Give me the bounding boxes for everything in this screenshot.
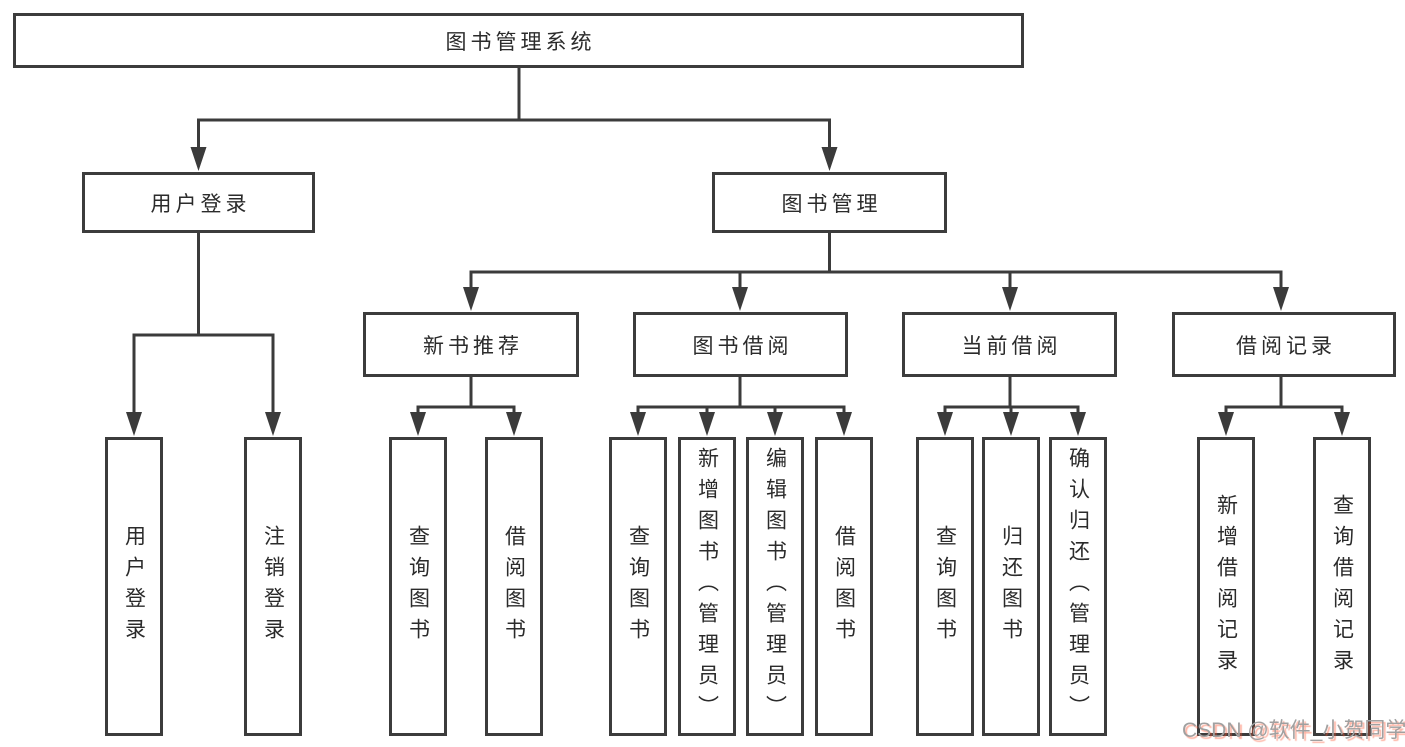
leaf-borrow-books-recommend: 借阅图书 <box>485 437 543 736</box>
csdn-watermark: CSDN @软件_小贺同学 <box>1182 719 1405 742</box>
node-book-borrow: 图书借阅 <box>633 312 848 377</box>
leaf-borrow-books: 借阅图书 <box>815 437 873 736</box>
connector-book-borrow-to-leaves <box>630 377 852 436</box>
leaf-logout: 注销登录 <box>244 437 302 736</box>
node-new-book-recommend-label: 新书推荐 <box>423 334 523 358</box>
leaf-confirm-return-admin-label: 确认归还（管理员） <box>1066 447 1090 726</box>
connector-borrow-records-to-leaves <box>1218 377 1350 436</box>
arrowhead <box>937 412 953 436</box>
node-book-borrow-label: 图书借阅 <box>692 334 793 358</box>
connector-book-management-to-modules <box>463 233 1289 311</box>
node-current-borrow: 当前借阅 <box>902 312 1117 377</box>
node-book-management: 图书管理 <box>712 172 947 233</box>
arrowhead <box>265 412 281 436</box>
connector-user-login-to-leaves <box>126 233 281 436</box>
arrowhead <box>1218 412 1234 436</box>
leaf-query-borrow-record: 查询借阅记录 <box>1313 437 1371 736</box>
arrowhead <box>699 412 715 436</box>
leaf-edit-book-admin-label: 编辑图书（管理员） <box>763 447 787 726</box>
connector-new-book-recommend-to-leaves <box>410 377 522 436</box>
arrowhead <box>190 147 207 171</box>
arrowhead <box>126 412 142 436</box>
leaf-add-borrow-record: 新增借阅记录 <box>1197 437 1255 736</box>
leaf-query-books-recommend-label: 查询图书 <box>406 524 430 649</box>
leaf-query-books-borrow-label: 查询图书 <box>626 524 650 649</box>
node-root: 图书管理系统 <box>13 13 1024 68</box>
arrowhead <box>821 147 838 171</box>
node-new-book-recommend: 新书推荐 <box>363 312 579 377</box>
node-current-borrow-label: 当前借阅 <box>961 334 1062 358</box>
arrowhead <box>1003 412 1019 436</box>
node-borrow-records: 借阅记录 <box>1172 312 1396 377</box>
connector-root-to-branches <box>190 68 838 171</box>
arrowhead <box>836 412 852 436</box>
arrowhead <box>1334 412 1350 436</box>
leaf-user-login: 用户登录 <box>105 437 163 736</box>
leaf-query-books-borrow: 查询图书 <box>609 437 667 736</box>
leaf-query-books-current: 查询图书 <box>916 437 974 736</box>
node-borrow-records-label: 借阅记录 <box>1236 334 1336 358</box>
arrowhead <box>506 412 522 436</box>
arrowhead <box>767 412 783 436</box>
node-root-label: 图书管理系统 <box>445 30 596 54</box>
node-user-login-label: 用户登录 <box>150 192 251 216</box>
node-book-management-label: 图书管理 <box>781 192 882 216</box>
arrowhead <box>463 287 479 311</box>
leaf-query-books-recommend: 查询图书 <box>389 437 447 736</box>
leaf-edit-book-admin: 编辑图书（管理员） <box>746 437 804 736</box>
leaf-return-book: 归还图书 <box>982 437 1040 736</box>
arrowhead <box>732 287 748 311</box>
arrowhead <box>1273 287 1289 311</box>
leaf-add-borrow-record-label: 新增借阅记录 <box>1214 493 1238 680</box>
leaf-return-book-label: 归还图书 <box>999 524 1023 649</box>
leaf-add-book-admin: 新增图书（管理员） <box>678 437 736 736</box>
leaf-borrow-books-label: 借阅图书 <box>832 524 856 649</box>
arrowhead <box>410 412 426 436</box>
leaf-confirm-return-admin: 确认归还（管理员） <box>1049 437 1107 736</box>
leaf-query-books-current-label: 查询图书 <box>933 524 957 649</box>
leaf-logout-label: 注销登录 <box>261 524 285 649</box>
arrowhead <box>1002 287 1018 311</box>
leaf-add-book-admin-label: 新增图书（管理员） <box>695 447 719 726</box>
leaf-query-borrow-record-label: 查询借阅记录 <box>1330 493 1354 680</box>
arrowhead <box>630 412 646 436</box>
leaf-user-login-label: 用户登录 <box>122 524 146 649</box>
leaf-borrow-books-recommend-label: 借阅图书 <box>502 524 526 649</box>
connector-current-borrow-to-leaves <box>937 377 1086 436</box>
node-user-login: 用户登录 <box>82 172 315 233</box>
arrowhead <box>1070 412 1086 436</box>
